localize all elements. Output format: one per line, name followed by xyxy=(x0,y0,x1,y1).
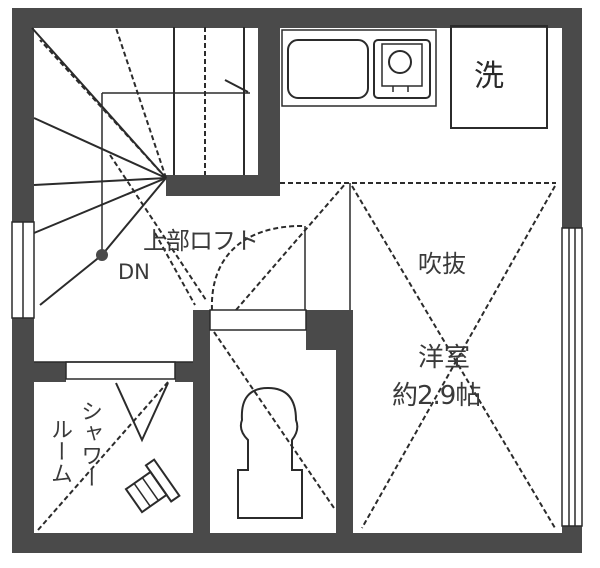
shower-faucet-icon xyxy=(124,458,181,514)
shower-room-label-col1: シャワー xyxy=(77,400,102,488)
window-left xyxy=(11,221,35,319)
toilet-door xyxy=(154,182,347,311)
shower-room-walls xyxy=(12,361,210,382)
laundry-label: 洗 xyxy=(474,59,504,94)
stair-walls xyxy=(166,8,280,196)
void-label: 吹抜 xyxy=(418,250,466,278)
stove-icon xyxy=(373,39,431,99)
toilet-fixture xyxy=(213,331,335,519)
sink-icon xyxy=(287,39,369,99)
western-room-label: 洋室 xyxy=(418,343,471,373)
upper-loft-label: 上部ロフト xyxy=(143,227,259,255)
laundry-area xyxy=(450,25,548,129)
stair-dn-dot xyxy=(96,249,108,261)
window-right xyxy=(561,227,583,527)
stair-down-label: DN xyxy=(118,260,150,284)
western-room-area-label: 約2.9帖 xyxy=(392,381,481,411)
shower-room-label-col2: ルーム xyxy=(47,418,72,484)
shower-room xyxy=(37,381,181,531)
kitchen-counter xyxy=(281,29,437,107)
stair xyxy=(31,27,250,306)
